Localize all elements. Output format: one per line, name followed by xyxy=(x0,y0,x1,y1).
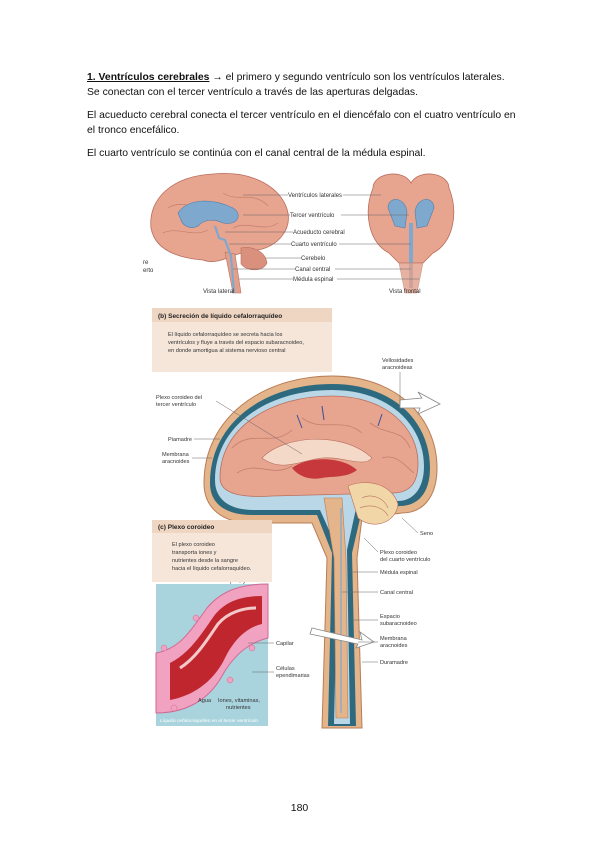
panel-c-heading: (c) Plexo coroideo xyxy=(158,524,214,531)
label-third-ventricle: Tercer ventrículo xyxy=(290,213,335,219)
label-lateral-ventricles: Ventrículos laterales xyxy=(288,193,342,199)
label-medula: Médula espinal xyxy=(380,570,418,576)
label-plexo-tercer-2: tercer ventrículo xyxy=(156,402,196,408)
panel-b-desc-3: en donde amortigua al sistema nervioso c… xyxy=(168,348,286,354)
figure-b-labels: Plexo coroideo del tercer ventrículo Pia… xyxy=(156,358,433,666)
label-plexo-tercer-1: Plexo coroideo del xyxy=(156,395,202,401)
brain-lateral-illustration xyxy=(150,173,289,294)
label-vellosidades-1: Vellosidades xyxy=(382,358,414,364)
label-iones-2: nutrientes xyxy=(226,705,251,711)
label-seno: Seno xyxy=(420,531,433,537)
label-espacio-2: subaracnoideo xyxy=(380,621,417,627)
page-number: 180 xyxy=(290,802,309,814)
label-spinal-cord: Médula espinal xyxy=(293,277,333,283)
panel-b-box: (b) Secreción de líquido cefalorraquídeo… xyxy=(152,308,332,372)
figure-c-labels: Capilar Células ependimarias Agua Iones,… xyxy=(198,641,310,711)
panel-c-desc-1: El plexo coroideo xyxy=(172,542,215,548)
paragraph-aqueduct: El acueducto cerebral conecta el tercer … xyxy=(87,110,516,136)
label-cut-2: erto xyxy=(143,268,154,274)
panel-b-desc-2: ventrículos y fluye a través del espacio… xyxy=(168,340,304,346)
panel-c-footer: Líquido cefalorraquídeo en el tercer ven… xyxy=(160,718,258,724)
label-membrana-2: aracnoides xyxy=(162,459,190,465)
label-cut-1: re xyxy=(143,260,149,266)
label-plexo-cuarto-2: del cuarto ventrículo xyxy=(380,557,430,563)
figure-ventricles: Ventrículos laterales Tercer ventrículo … xyxy=(143,168,463,298)
figure-top-labels: Ventrículos laterales Tercer ventrículo … xyxy=(143,193,421,295)
panel-b-heading: (b) Secreción de líquido cefalorraquídeo xyxy=(158,313,282,320)
label-membrana2-2: aracnoides xyxy=(380,643,408,649)
label-canal: Canal central xyxy=(380,590,413,596)
caption-lateral-view: Vista lateral xyxy=(203,289,234,295)
label-vellosidades-2: aracnoideas xyxy=(382,365,413,371)
label-capilar: Capilar xyxy=(276,641,294,647)
label-celulas-1: Células xyxy=(276,666,295,672)
label-espacio-1: Espacio xyxy=(380,614,400,620)
panel-c-desc-3: nutrientes desde la sangre xyxy=(172,558,238,564)
paragraph-ventricles: 1. Ventrículos cerebrales → el primero y… xyxy=(87,70,519,100)
section-title: 1. Ventrículos cerebrales xyxy=(87,72,210,83)
paragraph-text: el primero y segundo ventrículo son los … xyxy=(87,72,505,98)
label-cerebral-aqueduct: Acueducto cerebral xyxy=(293,230,345,236)
label-cerebellum: Cerebelo xyxy=(301,256,326,262)
label-membrana2-1: Membrana xyxy=(380,636,408,642)
panel-c-desc-2: transporta iones y xyxy=(172,550,217,556)
figure-csf: (b) Secreción de líquido cefalorraquídeo… xyxy=(152,308,441,729)
panel-c-box: (c) Plexo coroideo El plexo coroideo tra… xyxy=(152,520,272,582)
arrow-icon: → xyxy=(212,72,223,83)
label-plexo-cuarto-1: Plexo coroideo xyxy=(380,550,417,556)
paragraph-fourth-ventricle: El cuarto ventrículo se continúa con el … xyxy=(87,148,426,159)
panel-c-desc-4: hacia el líquido cefalorraquídeo. xyxy=(172,566,252,572)
label-piamadre: Piamadre xyxy=(168,437,192,443)
panel-b-desc-1: El líquido cefalorraquídeo se secreta ha… xyxy=(168,332,283,338)
label-duramadre: Duramadre xyxy=(380,660,408,666)
label-central-canal: Canal central xyxy=(295,267,330,273)
label-agua: Agua xyxy=(198,698,212,704)
label-iones-1: Iones, vitaminas, xyxy=(218,698,260,704)
choroid-plexus-illustration: Líquido cefalorraquídeo en el tercer ven… xyxy=(155,583,269,726)
caption-frontal-view: Vista frontal xyxy=(389,289,421,295)
label-celulas-2: ependimarias xyxy=(276,673,310,679)
label-membrana-1: Membrana xyxy=(162,452,190,458)
brain-frontal-illustration xyxy=(367,173,455,294)
label-fourth-ventricle: Cuarto ventrículo xyxy=(291,242,337,248)
